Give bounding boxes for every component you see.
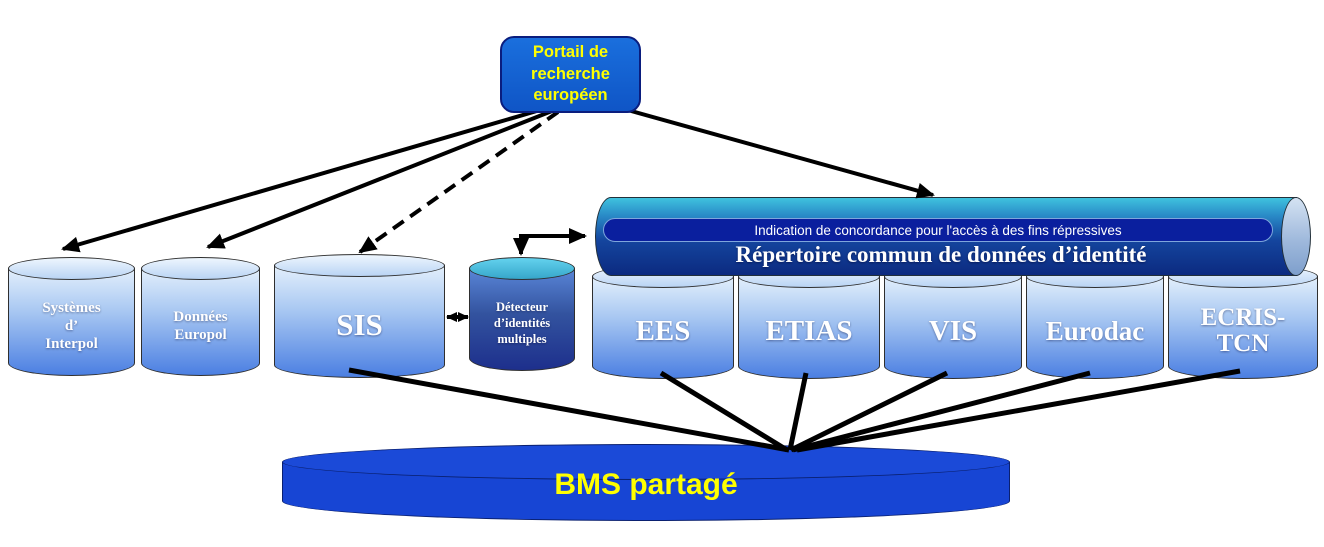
line-etias-to-bms bbox=[787, 372, 809, 451]
label-line: ECRIS- bbox=[1200, 303, 1286, 331]
db-ecris-label: ECRIS- TCN bbox=[1170, 289, 1316, 373]
label-line: EES bbox=[635, 314, 691, 347]
db-ees-label: EES bbox=[594, 289, 732, 373]
db-eurodac-body bbox=[1026, 276, 1164, 379]
arrow-portal-to-interpol bbox=[61, 106, 548, 253]
portal-recherche-box: Portail de recherche européen bbox=[500, 36, 641, 113]
cir-banner-label: Indication de concordance pour l'accès à… bbox=[754, 222, 1122, 238]
label-line: VIS bbox=[928, 314, 978, 347]
db-europol-top-ellipse bbox=[141, 257, 260, 280]
db-interpol-label: Systèmes d’ Interpol bbox=[10, 281, 133, 370]
label-line: ETIAS bbox=[765, 314, 853, 347]
label-line: TCN bbox=[1216, 330, 1270, 357]
label-line: multiples bbox=[497, 332, 547, 347]
db-etias: ETIAS bbox=[738, 265, 880, 379]
db-eurodac: Eurodac bbox=[1026, 265, 1164, 379]
db-interpol-body bbox=[8, 268, 135, 376]
arrow-mid-to-cir bbox=[513, 228, 587, 256]
db-vis: VIS bbox=[884, 265, 1022, 379]
label-line: Systèmes bbox=[42, 299, 101, 316]
db-europol-label: Données Europol bbox=[143, 281, 258, 370]
label-line: d’ bbox=[64, 317, 79, 334]
label-line: Données bbox=[173, 308, 228, 325]
label-line: d’identités bbox=[493, 315, 551, 330]
arrow-portal-to-sis-dashed bbox=[358, 110, 560, 254]
cir-end-cap bbox=[1281, 197, 1311, 276]
label-line: Europol bbox=[174, 326, 227, 343]
db-mid-top-ellipse bbox=[469, 257, 575, 280]
db-interpol-top-ellipse bbox=[8, 257, 135, 280]
db-mid-body bbox=[469, 268, 575, 371]
db-etias-body bbox=[738, 276, 880, 379]
db-sis-body bbox=[274, 265, 445, 378]
db-mid-detector: Détecteur d’identités multiples bbox=[469, 257, 575, 371]
line-ecris-to-bms bbox=[796, 368, 1241, 453]
label-line: Interpol bbox=[45, 335, 98, 352]
db-ecris-tcn: ECRIS- TCN bbox=[1168, 265, 1318, 379]
label-line: SIS bbox=[336, 307, 383, 342]
line-sis-to-bms bbox=[348, 367, 790, 453]
db-etias-label: ETIAS bbox=[740, 289, 878, 373]
label-line: Détecteur bbox=[495, 299, 549, 314]
bms-label: BMS partagé bbox=[554, 468, 738, 501]
cir-match-flag-banner: Indication de concordance pour l'accès à… bbox=[603, 218, 1273, 242]
db-vis-label: VIS bbox=[886, 289, 1020, 373]
db-europol: Données Europol bbox=[141, 257, 260, 376]
db-mid-label: Détecteur d’identités multiples bbox=[471, 281, 573, 365]
db-interpol: Systèmes d’ Interpol bbox=[8, 257, 135, 376]
db-eurodac-label: Eurodac bbox=[1028, 289, 1162, 373]
db-sis-top-ellipse bbox=[274, 254, 445, 277]
db-sis-label: SIS bbox=[276, 278, 443, 372]
line-vis-to-bms bbox=[789, 370, 949, 453]
arrow-portal-to-europol bbox=[206, 109, 553, 249]
db-ecris-body bbox=[1168, 276, 1318, 379]
cir-repository: Indication de concordance pour l'accès à… bbox=[595, 197, 1311, 276]
db-ees-body bbox=[592, 276, 734, 379]
db-sis: SIS bbox=[274, 254, 445, 378]
cir-title: Répertoire commun de données d’identité bbox=[735, 242, 1147, 267]
arrow-portal-to-cir bbox=[605, 102, 935, 199]
portal-recherche-label: Portail de recherche européen bbox=[531, 43, 610, 105]
line-ees-to-bms bbox=[659, 370, 789, 453]
db-ees: EES bbox=[592, 265, 734, 379]
line-eurodac-to-bms bbox=[792, 370, 1091, 453]
bms-shared: BMS partagé bbox=[282, 444, 1010, 521]
label-line: Eurodac bbox=[1045, 315, 1145, 346]
db-europol-body bbox=[141, 268, 260, 376]
